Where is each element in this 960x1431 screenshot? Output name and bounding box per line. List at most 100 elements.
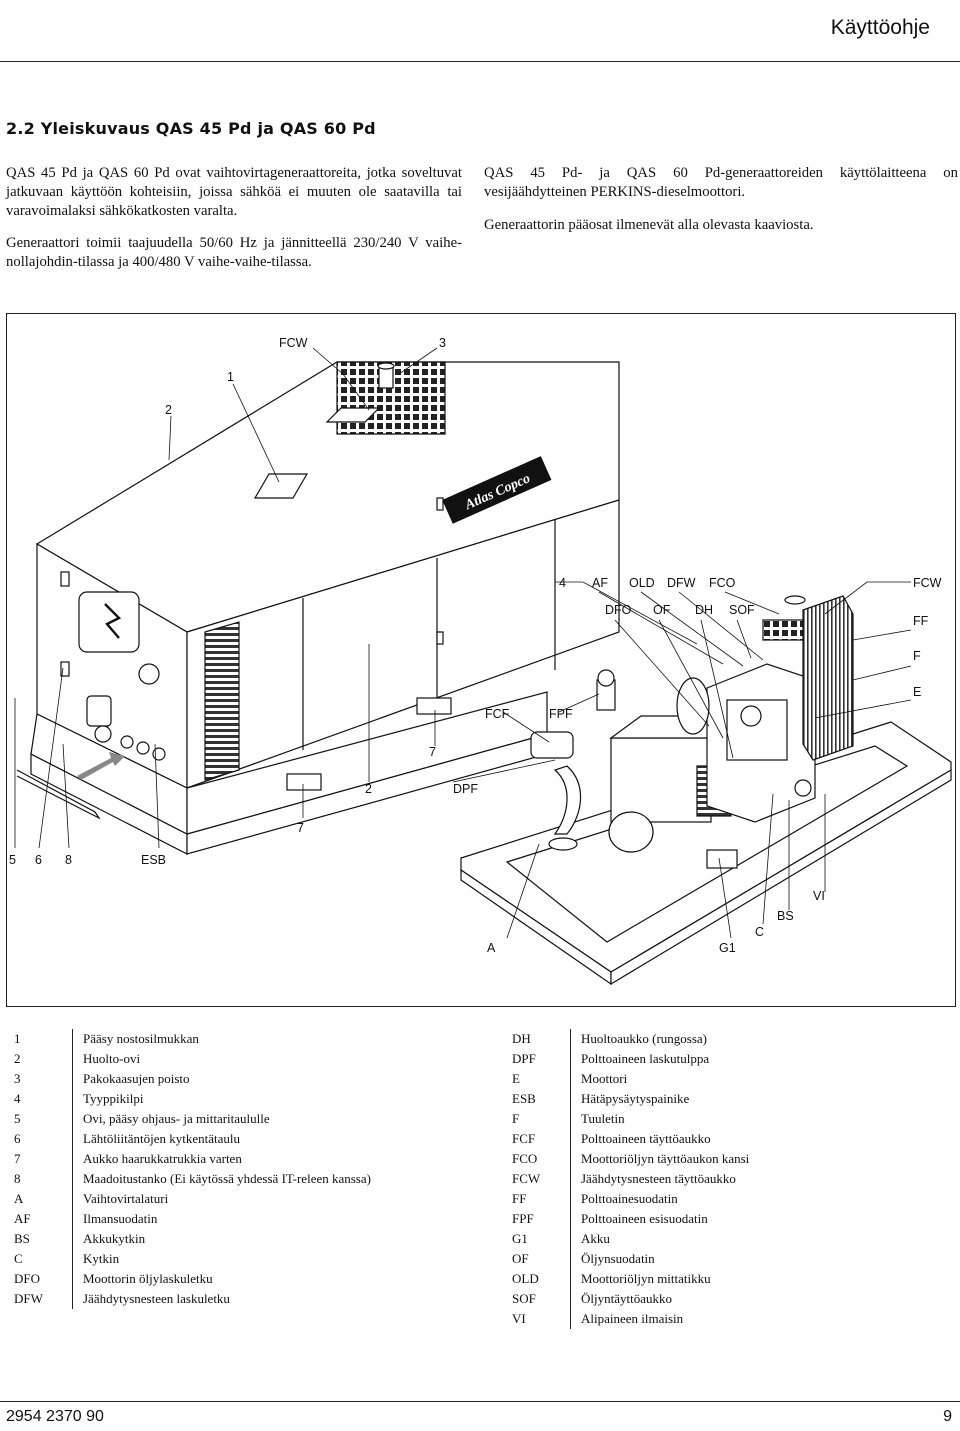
legend-description: Polttoaineen esisuodatin — [570, 1209, 708, 1229]
legend-code: 3 — [14, 1071, 21, 1086]
generator-illustration: Atlas Copco — [9, 336, 952, 986]
callout-4: 4 — [559, 576, 566, 590]
legend-row: OF Öljynsuodatin — [504, 1249, 749, 1269]
legend-description: Aukko haarukkatrukkia varten — [72, 1149, 242, 1169]
callout-7-mid: 7 — [429, 745, 436, 759]
legend-code: 6 — [14, 1131, 21, 1146]
callout-old: OLD — [629, 576, 655, 590]
legend-description: Akkukytkin — [72, 1229, 145, 1249]
legend-description: Jäähdytysnesteen laskuletku — [72, 1289, 230, 1309]
legend-code: ESB — [512, 1091, 536, 1106]
legend-description: Tyyppikilpi — [72, 1089, 143, 1109]
legend-code: VI — [512, 1311, 526, 1326]
callout-ff: FF — [913, 614, 929, 628]
paragraph: Generaattori toimii taajuudella 50/60 Hz… — [6, 235, 462, 271]
callout-labels: FCW 3 1 2 4 AF OLD DFW FCO FCW DFO OF DH… — [9, 336, 942, 955]
legend-description: Moottori — [570, 1069, 627, 1089]
callout-fpf: FPF — [549, 707, 573, 721]
callout-5: 5 — [9, 853, 16, 867]
legend-row: 6 Lähtöliitäntöjen kytkentätaulu — [6, 1129, 371, 1149]
legend-code: DFW — [14, 1291, 43, 1306]
section-title: 2.2 Yleiskuvaus QAS 45 Pd ja QAS 60 Pd — [6, 119, 376, 138]
legend-description: Hätäpysäytyspainike — [570, 1089, 689, 1109]
legend-code: 8 — [14, 1171, 21, 1186]
callout-g1: G1 — [719, 941, 736, 955]
legend-row: E Moottori — [504, 1069, 749, 1089]
callout-e: E — [913, 685, 921, 699]
body-column-left: QAS 45 Pd ja QAS 60 Pd ovat vaihtovirtag… — [6, 164, 462, 286]
legend-description: Akku — [570, 1229, 610, 1249]
legend-description: Huoltoaukko (rungossa) — [570, 1029, 707, 1049]
arrow-icon — [77, 752, 125, 780]
legend-row: G1 Akku — [504, 1229, 749, 1249]
callout-esb: ESB — [141, 853, 166, 867]
legend-code: DPF — [512, 1051, 536, 1066]
legend-description: Kytkin — [72, 1249, 119, 1269]
legend-row: AF Ilmansuodatin — [6, 1209, 371, 1229]
legend-description: Vaihtovirtalaturi — [72, 1189, 168, 1209]
callout-fco: FCO — [709, 576, 736, 590]
legend-description: Moottoriöljyn täyttöaukon kansi — [570, 1149, 749, 1169]
callout-dpf: DPF — [453, 782, 478, 796]
callout-1: 1 — [227, 370, 234, 384]
legend-code: 1 — [14, 1031, 21, 1046]
legend-description: Öljynsuodatin — [570, 1249, 655, 1269]
paragraph: QAS 45 Pd ja QAS 60 Pd ovat vaihtovirtag… — [6, 165, 462, 219]
legend-code: AF — [14, 1211, 31, 1226]
body-column-right: QAS 45 Pd- ja QAS 60 Pd-generaattoreiden… — [484, 164, 958, 248]
legend-code: OF — [512, 1251, 529, 1266]
callout-2-top: 2 — [165, 403, 172, 417]
legend-description: Lähtöliitäntöjen kytkentätaulu — [72, 1129, 240, 1149]
callout-dfo: DFO — [605, 603, 632, 617]
legend-description: Ilmansuodatin — [72, 1209, 157, 1229]
legend-row: 8 Maadoitustanko (Ei käytössä yhdessä IT-… — [6, 1169, 371, 1189]
legend-row: 1 Pääsy nostosilmukkan — [6, 1029, 371, 1049]
legend-row: C Kytkin — [6, 1249, 371, 1269]
legend-code: E — [512, 1071, 520, 1086]
legend-row: BS Akkukytkin — [6, 1229, 371, 1249]
enclosed-generator — [16, 361, 620, 855]
callout-vi: VI — [813, 889, 825, 903]
legend-code: BS — [14, 1231, 30, 1246]
legend-code: 7 — [14, 1151, 21, 1166]
legend-description: Jäähdytysnesteen täyttöaukko — [570, 1169, 736, 1189]
legend-code: C — [14, 1251, 23, 1266]
legend-description: Ovi, pääsy ohjaus- ja mittaritaululle — [72, 1109, 270, 1129]
generator-diagram: Atlas Copco — [6, 313, 956, 1007]
callout-fcw-right: FCW — [913, 576, 942, 590]
legend-description: Huolto-ovi — [72, 1049, 140, 1069]
paragraph: QAS 45 Pd- ja QAS 60 Pd-generaattoreiden… — [484, 165, 958, 200]
legend-right: DH Huoltoaukko (rungossa) DPF Polttoaineen … — [504, 1029, 749, 1329]
legend-row: ESB Hätäpysäytyspainike — [504, 1089, 749, 1109]
callout-7-low: 7 — [297, 821, 304, 835]
callout-af: AF — [592, 576, 608, 590]
leader-lines — [14, 347, 912, 939]
legend-code: DH — [512, 1031, 531, 1046]
legend-code: FF — [512, 1191, 527, 1206]
legend-row: DH Huoltoaukko (rungossa) — [504, 1029, 749, 1049]
legend-description: Tuuletin — [570, 1109, 625, 1129]
legend-code: G1 — [512, 1231, 528, 1246]
legend-row: 5 Ovi, pääsy ohjaus- ja mittaritaululle — [6, 1109, 371, 1129]
legend-description: Maadoitustanko (Ei käytössä yhdessä IT-r… — [72, 1169, 371, 1189]
callout-f: F — [913, 649, 921, 663]
legend-code: 5 — [14, 1111, 21, 1126]
legend-code: FCF — [512, 1131, 536, 1146]
legend-description: Pääsy nostosilmukkan — [72, 1029, 199, 1049]
callout-6: 6 — [35, 853, 42, 867]
legend-code: SOF — [512, 1291, 536, 1306]
page-number: 9 — [943, 1408, 952, 1425]
